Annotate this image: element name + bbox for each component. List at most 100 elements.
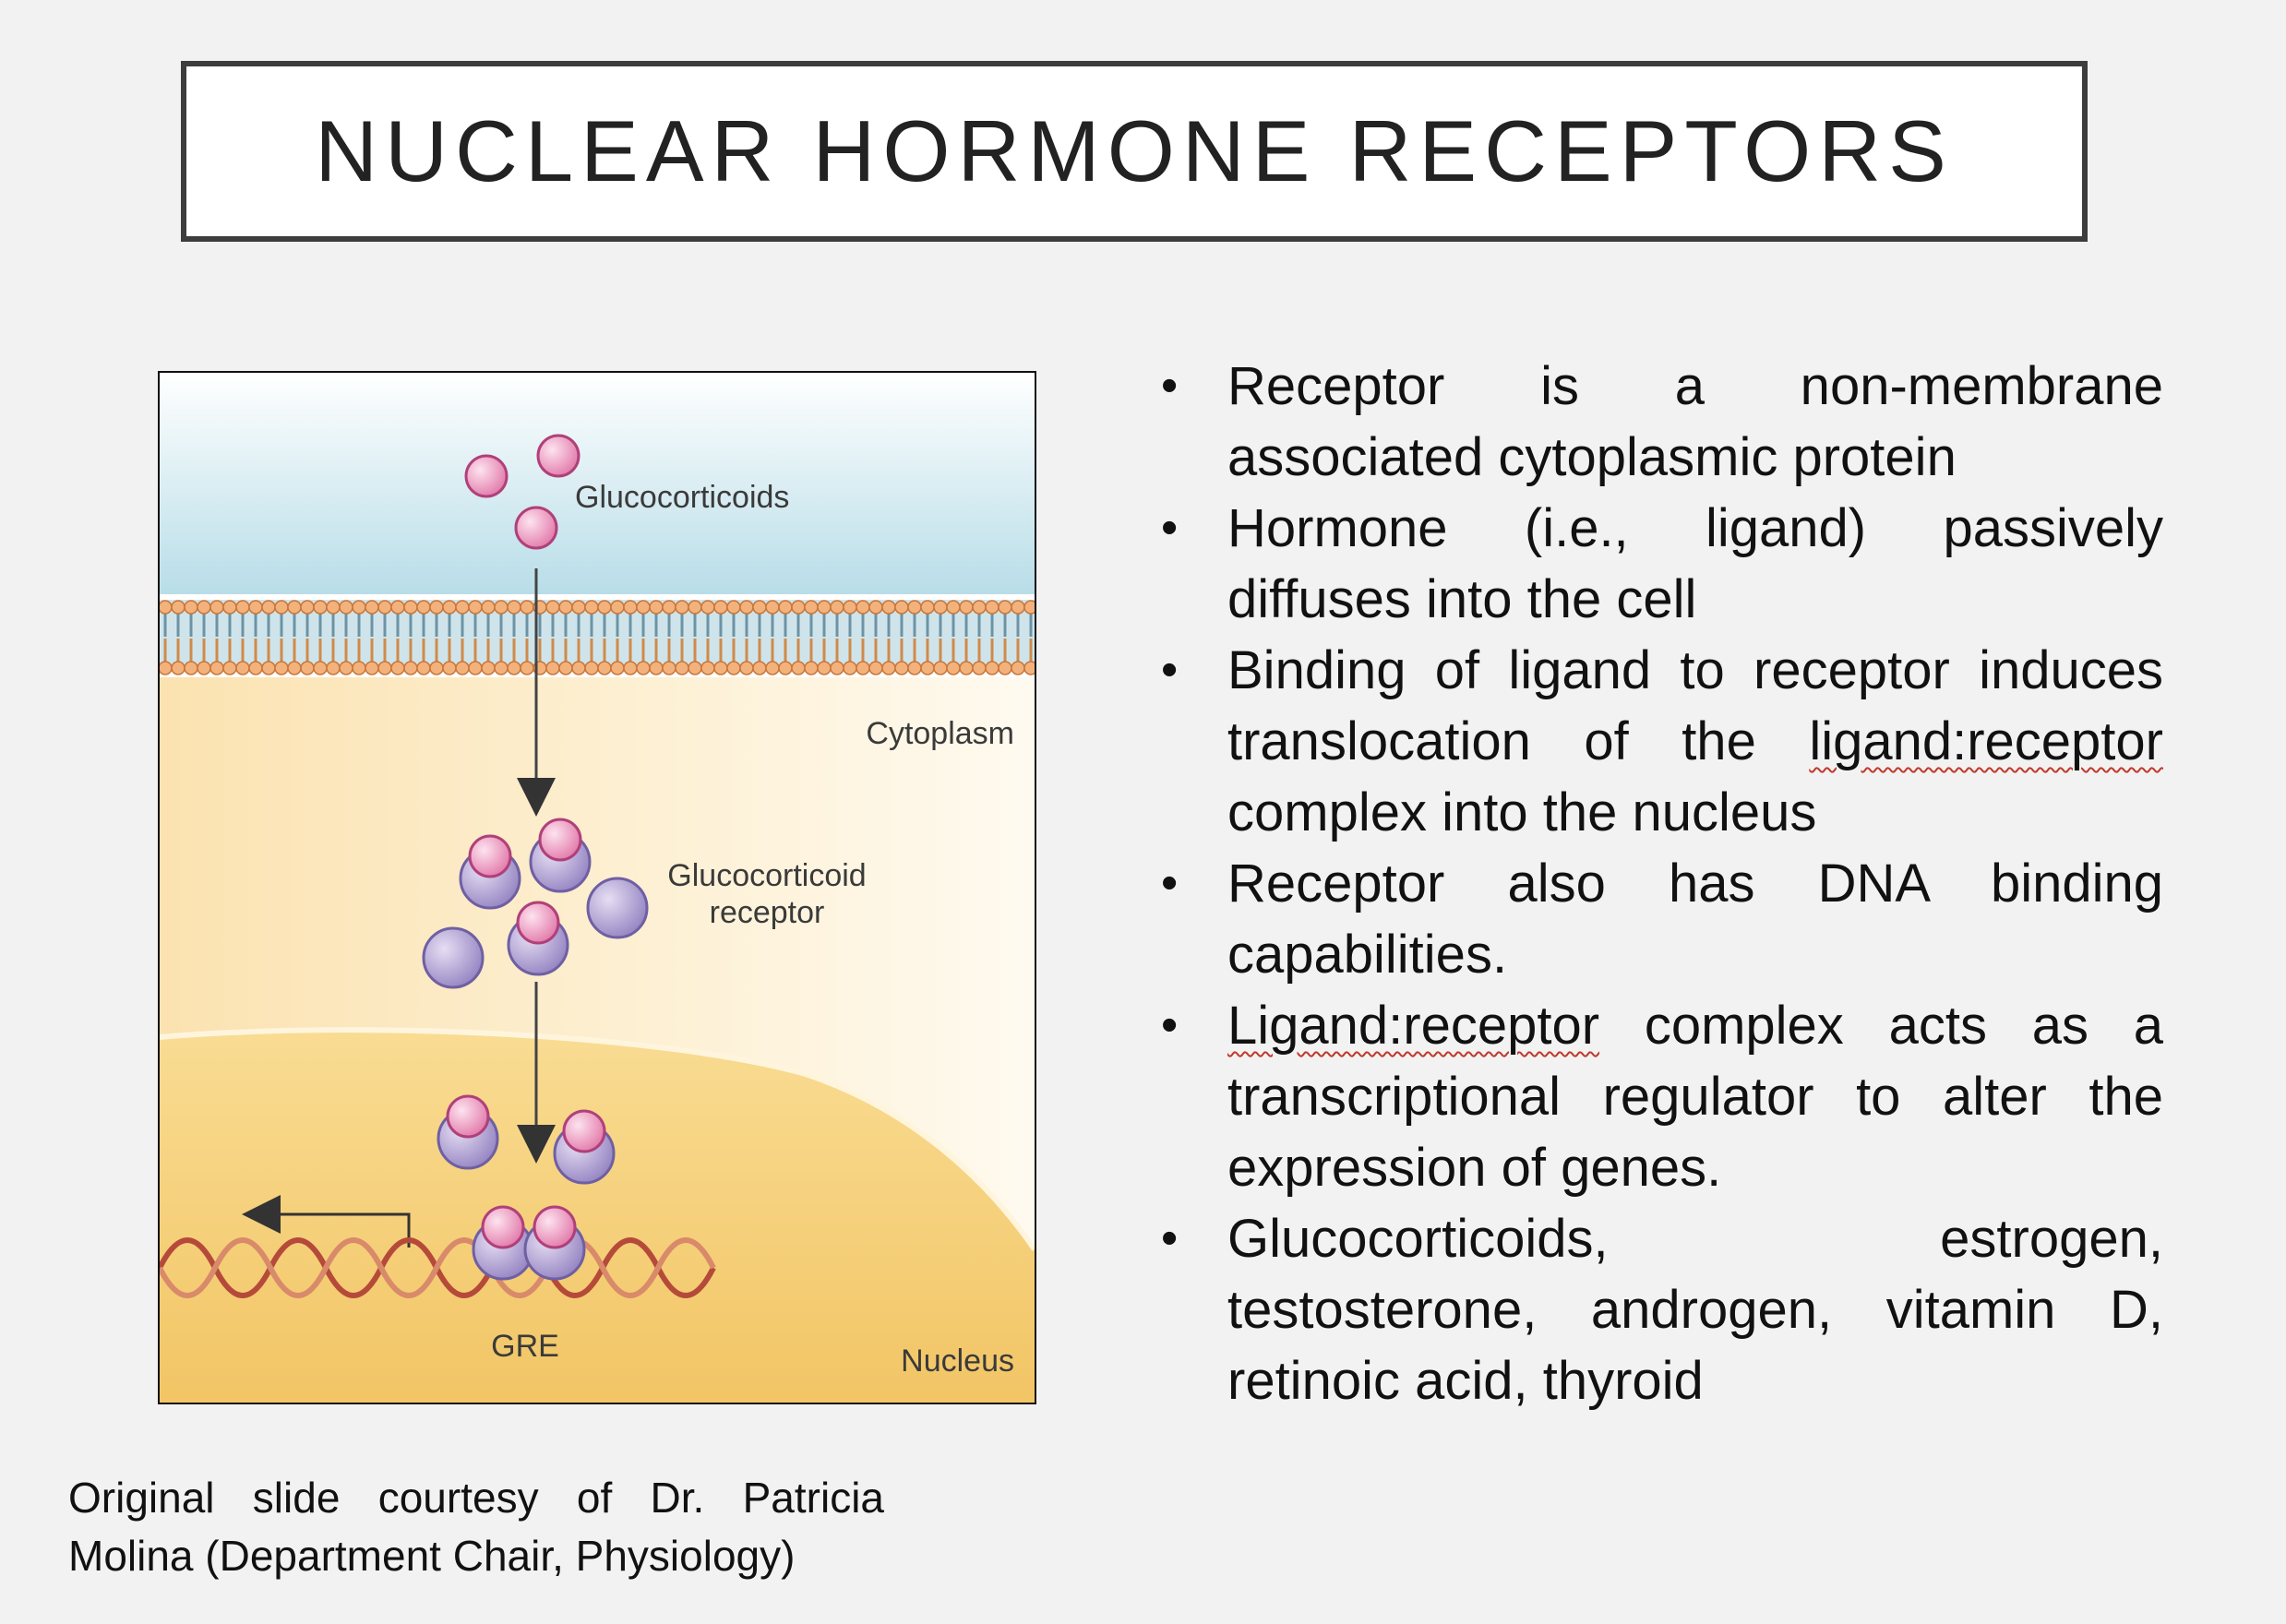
bullet-list: •Receptor is a non-membrane associated c… (1154, 351, 2163, 1416)
glucocorticoid-molecules (464, 434, 580, 550)
phospholipid-head (494, 600, 509, 615)
phospholipid-head (468, 661, 483, 675)
phospholipid-head (726, 661, 741, 675)
phospholipid-head (597, 600, 612, 615)
label-cytoplasm: Cytoplasm (866, 716, 1014, 751)
phospholipid-head (649, 661, 664, 675)
phospholipid-head (197, 600, 211, 615)
cell-membrane (160, 600, 1035, 675)
nucleus-region (160, 1030, 1035, 1403)
phospholipid-head (739, 661, 754, 675)
phospholipid-head (248, 661, 263, 675)
bullet-item: •Receptor is a non-membrane associated c… (1154, 351, 2163, 493)
phospholipid-head (752, 600, 767, 615)
phospholipid-head (416, 600, 431, 615)
phospholipid-head (688, 600, 702, 615)
phospholipid-head (894, 661, 909, 675)
phospholipid-head (390, 600, 405, 615)
phospholipid-head (713, 600, 728, 615)
phospholipid-head (558, 661, 573, 675)
phospholipid-head (946, 661, 961, 675)
bullet-dot: • (1161, 501, 1179, 555)
phospholipid-head (985, 600, 999, 615)
phospholipid-head (481, 600, 496, 615)
phospholipid-head (778, 600, 793, 615)
phospholipid-head (1023, 600, 1035, 615)
extracellular-region (160, 373, 1035, 594)
phospholipid-head (300, 600, 315, 615)
phospholipid-head (287, 661, 302, 675)
phospholipid-head (313, 600, 328, 615)
phospholipid-head (726, 600, 741, 615)
phospholipid-head (881, 600, 896, 615)
phospholipid-head (843, 600, 857, 615)
phospholipid-head (442, 661, 457, 675)
bullet-dot: • (1161, 359, 1179, 412)
nuclear-receptor-diagram: Glucocorticoids Cytoplasm Glucocorticoid… (158, 371, 1036, 1404)
gre-bound-dimer (472, 1205, 586, 1281)
phospholipid-head (907, 600, 922, 615)
phospholipid-head (274, 661, 289, 675)
phospholipid-head (920, 600, 935, 615)
phospholipid-head (688, 661, 702, 675)
spellcheck-flagged-word: Ligand:receptor (1227, 996, 1600, 1056)
phospholipid-head (1011, 600, 1025, 615)
phospholipid-head (765, 600, 780, 615)
slide-title: NUCLEAR HORMONE RECEPTORS (315, 102, 1954, 199)
phospholipid-head (171, 661, 186, 675)
bullet-item: • Receptor also has DNA binding capabilit… (1154, 848, 2163, 990)
phospholipid-head (972, 600, 987, 615)
phospholipid-head (300, 661, 315, 675)
phospholipid-head (597, 661, 612, 675)
bullet-dot: • (1161, 998, 1179, 1052)
phospholipid-head (791, 661, 806, 675)
phospholipid-head (403, 600, 418, 615)
phospholipid-head (455, 661, 470, 675)
phospholipid-head (326, 661, 341, 675)
label-receptor-line1: Glucocorticoid (667, 858, 866, 893)
dna-helix (160, 1237, 716, 1298)
bullet-text-tail: complex acts as a transcriptional regula… (1227, 996, 2163, 1198)
phospholipid-head (752, 661, 767, 675)
phospholipid-head (429, 661, 444, 675)
phospholipid-head (160, 661, 173, 675)
phospholipid-head (481, 661, 496, 675)
phospholipid-head (494, 661, 509, 675)
phospholipid-head (998, 661, 1012, 675)
nuclear-receptor-complexes (437, 1094, 616, 1185)
phospholipid-head (184, 600, 198, 615)
phospholipid-head (610, 600, 625, 615)
label-gre: GRE (491, 1329, 559, 1364)
bullet-text: Receptor also has DNA binding capabiliti… (1227, 854, 2163, 985)
phospholipid-head (403, 661, 418, 675)
phospholipid-head (520, 661, 534, 675)
bullet-item: •Glucocorticoids, estrogen, testosterone… (1154, 1203, 2163, 1416)
bullet-item: • Hormone (i.e., ligand) passively diffus… (1154, 493, 2163, 635)
bullet-dot: • (1161, 856, 1179, 910)
bullet-text: Hormone (i.e., ligand) passively diffuse… (1227, 498, 2163, 629)
title-box: NUCLEAR HORMONE RECEPTORS (181, 61, 2088, 242)
phospholipid-head (365, 661, 379, 675)
phospholipid-head (675, 661, 689, 675)
phospholipid-head (235, 600, 250, 615)
phospholipid-head (739, 600, 754, 615)
label-receptor-line2: receptor (710, 895, 825, 930)
phospholipid-head (649, 600, 664, 615)
phospholipid-head (700, 661, 715, 675)
phospholipid-head (920, 661, 935, 675)
phospholipid-head (623, 600, 638, 615)
bullet-text: Binding of ligand to receptor induces tr… (1227, 640, 2163, 771)
phospholipid-head (248, 600, 263, 615)
phospholipid-head (700, 600, 715, 615)
phospholipid-head (972, 661, 987, 675)
phospholipid-head (235, 661, 250, 675)
phospholipid-head (610, 661, 625, 675)
phospholipid-head (365, 600, 379, 615)
phospholipid-head (261, 600, 276, 615)
phospholipid-head (326, 600, 341, 615)
phospholipid-head (636, 600, 651, 615)
phospholipid-head (171, 600, 186, 615)
phospholipid-head (352, 600, 366, 615)
phospholipid-head (907, 661, 922, 675)
phospholipid-head (959, 661, 974, 675)
